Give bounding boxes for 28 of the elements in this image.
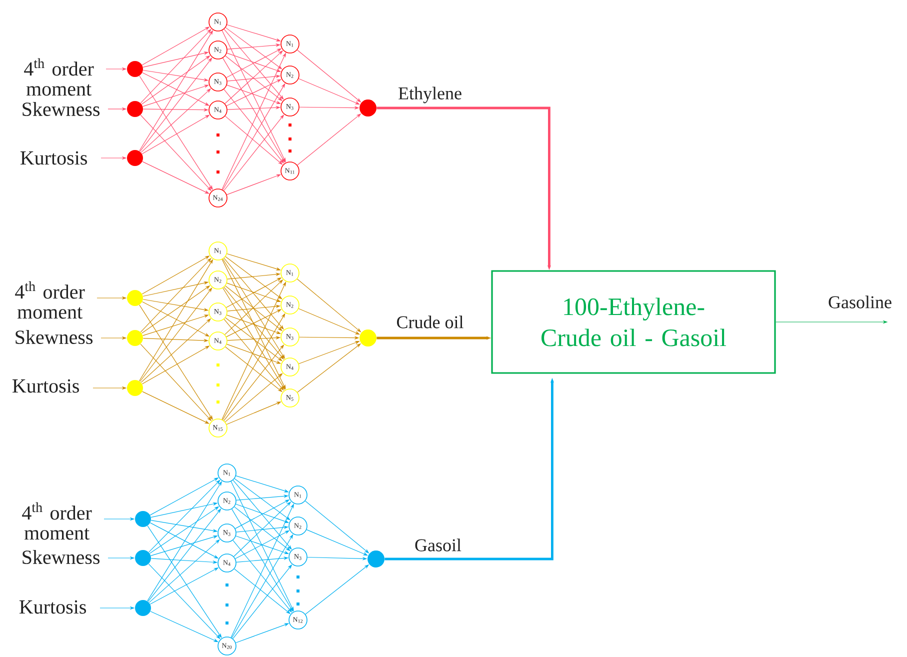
input-neuron bbox=[127, 330, 143, 346]
input-neuron bbox=[127, 101, 143, 117]
edge-label: Ethylene bbox=[398, 86, 462, 104]
input-label: 4$^{th}$ order moment bbox=[15, 281, 85, 319]
model-box: 100-Ethylene- Crude oil - Gasoil bbox=[491, 270, 776, 374]
input-label: 4$^{th}$ order moment bbox=[24, 58, 94, 96]
input-neuron bbox=[135, 600, 151, 616]
input-label: 4$^{th}$ order moment bbox=[22, 502, 92, 540]
edge-label: Crude oil bbox=[397, 316, 464, 328]
input-label: Skewness bbox=[16, 330, 93, 344]
input-label: Kurtosis bbox=[20, 600, 86, 614]
input-label: Kurtosis bbox=[20, 151, 87, 165]
input-neuron bbox=[127, 380, 143, 396]
connection-arrow bbox=[225, 256, 282, 300]
input-label: Skewness bbox=[22, 550, 100, 564]
input-neuron bbox=[127, 290, 143, 306]
input-label: Skewness bbox=[22, 102, 100, 116]
output-neuron bbox=[360, 330, 376, 346]
output-neuron bbox=[368, 550, 384, 568]
connection-arrow bbox=[234, 478, 290, 520]
input-label: Kurtosis bbox=[12, 379, 79, 393]
input-neuron bbox=[135, 511, 151, 527]
input-neuron bbox=[127, 61, 143, 77]
input-neuron bbox=[135, 550, 151, 566]
output-neuron bbox=[360, 100, 376, 116]
edge-label: Gasoline bbox=[828, 296, 892, 308]
edge-label: Gasoil bbox=[415, 538, 462, 552]
input-neuron bbox=[127, 150, 143, 166]
